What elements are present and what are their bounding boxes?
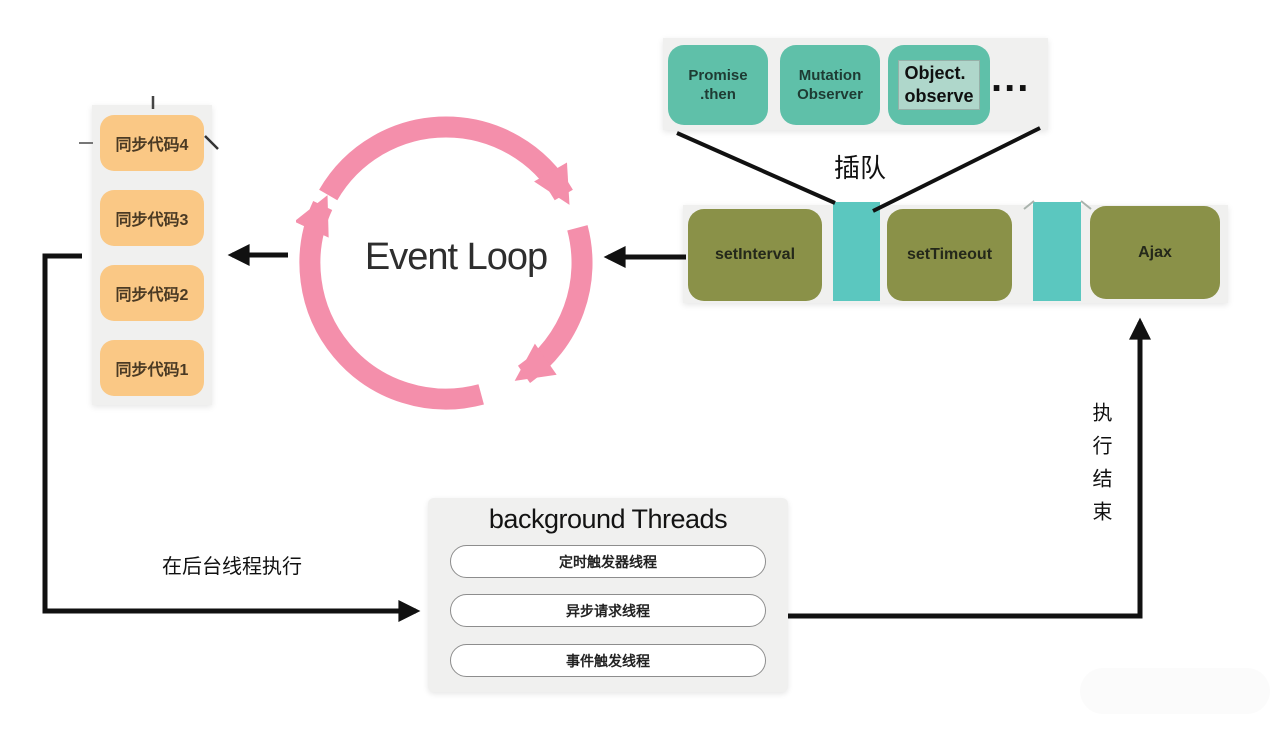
- background-smudge: [1080, 668, 1270, 714]
- sync-code-stack-panel: 同步代码4 同步代码3 同步代码2 同步代码1: [92, 105, 212, 405]
- microtask-label-line2: .then: [700, 86, 736, 103]
- macrotask-box-settimeout: setTimeout: [887, 209, 1012, 301]
- ellipsis-more-icon: ...: [991, 56, 1031, 100]
- microtask-box-promise-then: Promise .then: [668, 45, 768, 125]
- thread-pill-timer: 定时触发器线程: [450, 545, 766, 578]
- microtask-label-line1: Object.: [904, 63, 966, 83]
- microtask-label-line1: Promise: [688, 67, 748, 84]
- microtask-box-mutation-observer: Mutation Observer: [780, 45, 880, 125]
- microtask-label-line2: observe: [904, 86, 974, 106]
- queue-insert-slot: [1033, 202, 1081, 301]
- sync-code-box-4: 同步代码4: [100, 115, 204, 171]
- execution-finished-label: 执行结束: [1089, 402, 1111, 534]
- queue-jump-label: 插队: [833, 153, 886, 183]
- background-threads-title: background Threads: [488, 504, 728, 534]
- run-in-background-label: 在后台线程执行: [162, 556, 302, 578]
- sync-code-box-3: 同步代码3: [100, 190, 204, 246]
- funnel-line-left: [676, 131, 836, 205]
- macrotask-box-ajax: Ajax: [1090, 206, 1220, 299]
- macrotask-queue-panel: setInterval setTimeout Ajax: [683, 202, 1228, 303]
- event-loop-title: Event Loop: [364, 236, 548, 278]
- highlighted-text-box: Object. observe: [898, 60, 980, 110]
- queue-insert-slot: [833, 202, 880, 301]
- sync-code-box-2: 同步代码2: [100, 265, 204, 321]
- microtask-label-line1: Mutation: [798, 67, 862, 84]
- sync-code-box-1: 同步代码1: [100, 340, 204, 396]
- microtask-label-line2: Observer: [797, 86, 863, 103]
- macrotask-box-setinterval: setInterval: [688, 209, 822, 301]
- microtask-panel: Promise .then Mutation Observer Object. …: [663, 38, 1048, 130]
- thread-pill-async-request: 异步请求线程: [450, 594, 766, 627]
- microtask-box-object-observe: Object. observe: [888, 45, 990, 125]
- thread-pill-event-trigger: 事件触发线程: [450, 644, 766, 677]
- background-threads-panel: background Threads 定时触发器线程 异步请求线程 事件触发线程: [428, 498, 788, 692]
